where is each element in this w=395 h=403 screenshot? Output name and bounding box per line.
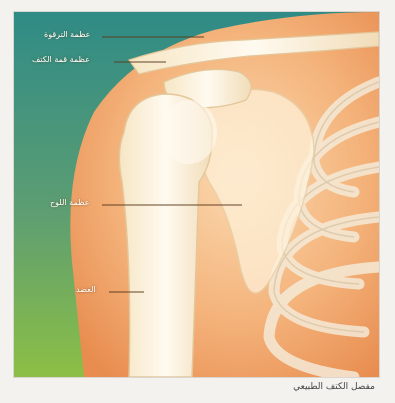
illustration-frame: عظمة الترقوة عظمة قمة الكتف عظمة اللوح ا… bbox=[14, 12, 379, 377]
label-clavicle: عظمة الترقوة bbox=[44, 30, 90, 39]
label-humerus: العضد bbox=[76, 285, 96, 294]
label-scapula: عظمة اللوح bbox=[50, 198, 89, 207]
label-acromion: عظمة قمة الكتف bbox=[32, 55, 90, 64]
shoulder-anatomy-illustration bbox=[14, 12, 379, 377]
figure-caption: مفصل الكتف الطبيعي bbox=[293, 382, 375, 392]
